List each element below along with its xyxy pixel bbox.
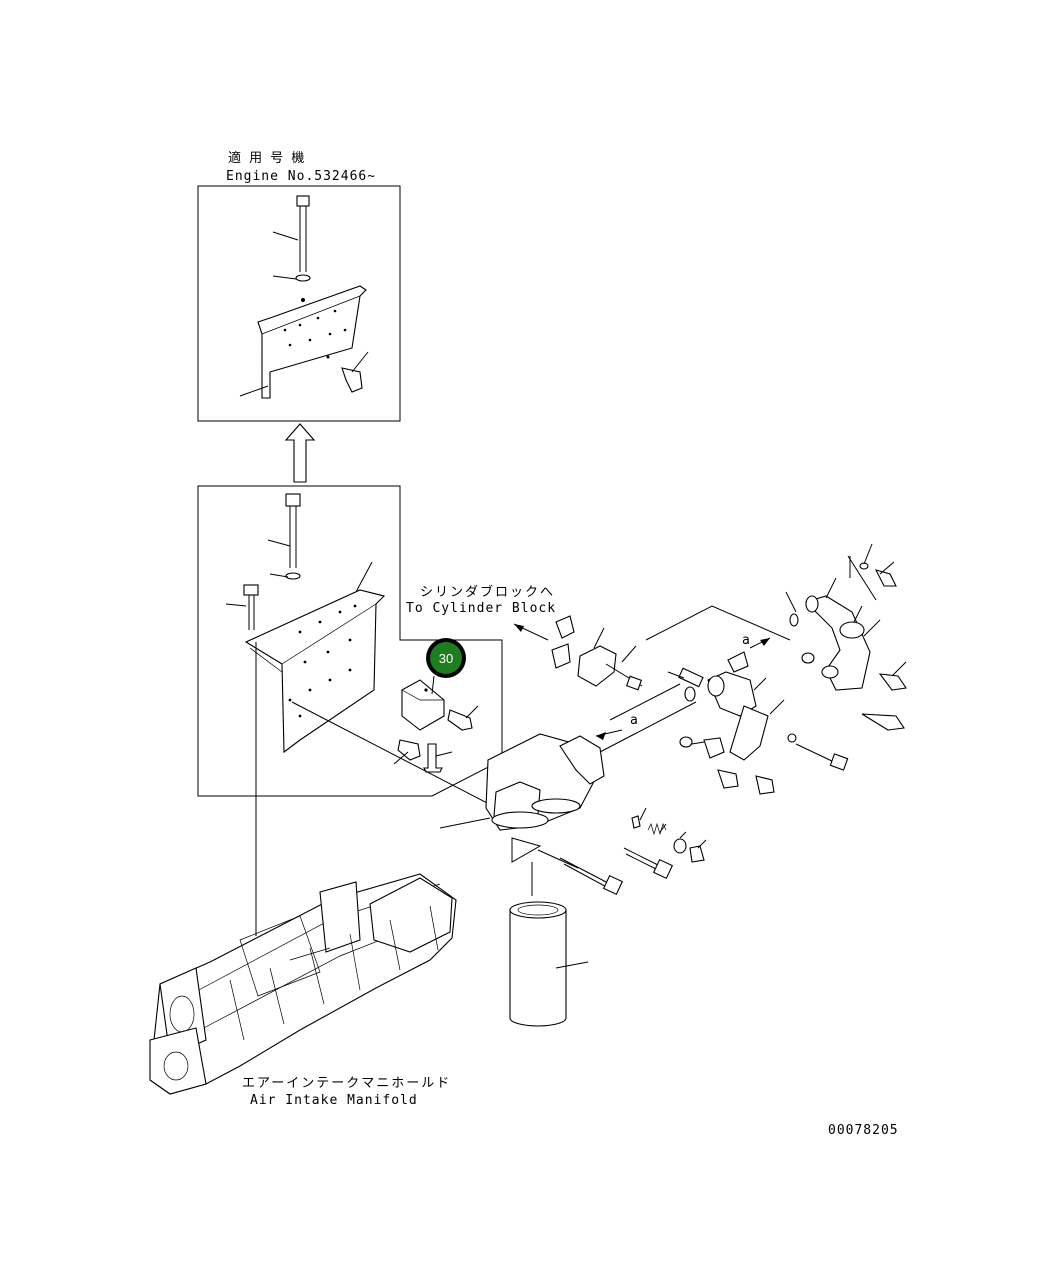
inset-frame: [197, 185, 401, 422]
gasket: [551, 643, 571, 669]
drawing-number: 00078205: [828, 1123, 899, 1138]
callout-badge: [430, 642, 462, 674]
bolt: [341, 367, 363, 393]
engine-number-label: Engine No.532466~: [226, 169, 376, 184]
up-arrow-icon: [284, 423, 316, 483]
bolt: [423, 743, 443, 773]
washer: [295, 274, 311, 282]
main-bracket: [244, 589, 386, 754]
flange: [577, 645, 617, 687]
pipe-upper: [804, 595, 871, 691]
to-block-label-en: To Cylinder Block: [406, 601, 556, 616]
bolt-head: [296, 195, 310, 207]
bracket-plate: [257, 285, 367, 399]
bolt-head: [285, 493, 301, 507]
washer: [285, 572, 301, 580]
filter-element: [509, 909, 567, 1027]
reference-a-lower: a: [630, 713, 639, 728]
gasket: [555, 615, 575, 639]
filter-head-assembly: [255, 543, 907, 1027]
callout-number: 30: [439, 651, 453, 666]
applicable-label-jp: 適 用 号 機: [228, 150, 306, 166]
air-intake-manifold: [149, 873, 457, 1095]
manifold-label-en: Air Intake Manifold: [250, 1093, 418, 1108]
bolt: [447, 709, 473, 731]
bracket-assembly: [197, 485, 503, 797]
manifold-label-jp: エアーインテークマニホールド: [242, 1076, 451, 1091]
reference-a-upper: a: [742, 633, 751, 648]
assembly-frame: [197, 485, 503, 797]
to-block-label-jp: シリンダブロックへ: [420, 584, 555, 600]
callout-30[interactable]: 30: [426, 638, 466, 678]
bolt: [397, 739, 421, 761]
inset-bracket-new: 適 用 号 機 Engine No.532466~: [197, 150, 401, 422]
clip-bracket: [401, 679, 445, 731]
bolt-head: [243, 584, 259, 596]
